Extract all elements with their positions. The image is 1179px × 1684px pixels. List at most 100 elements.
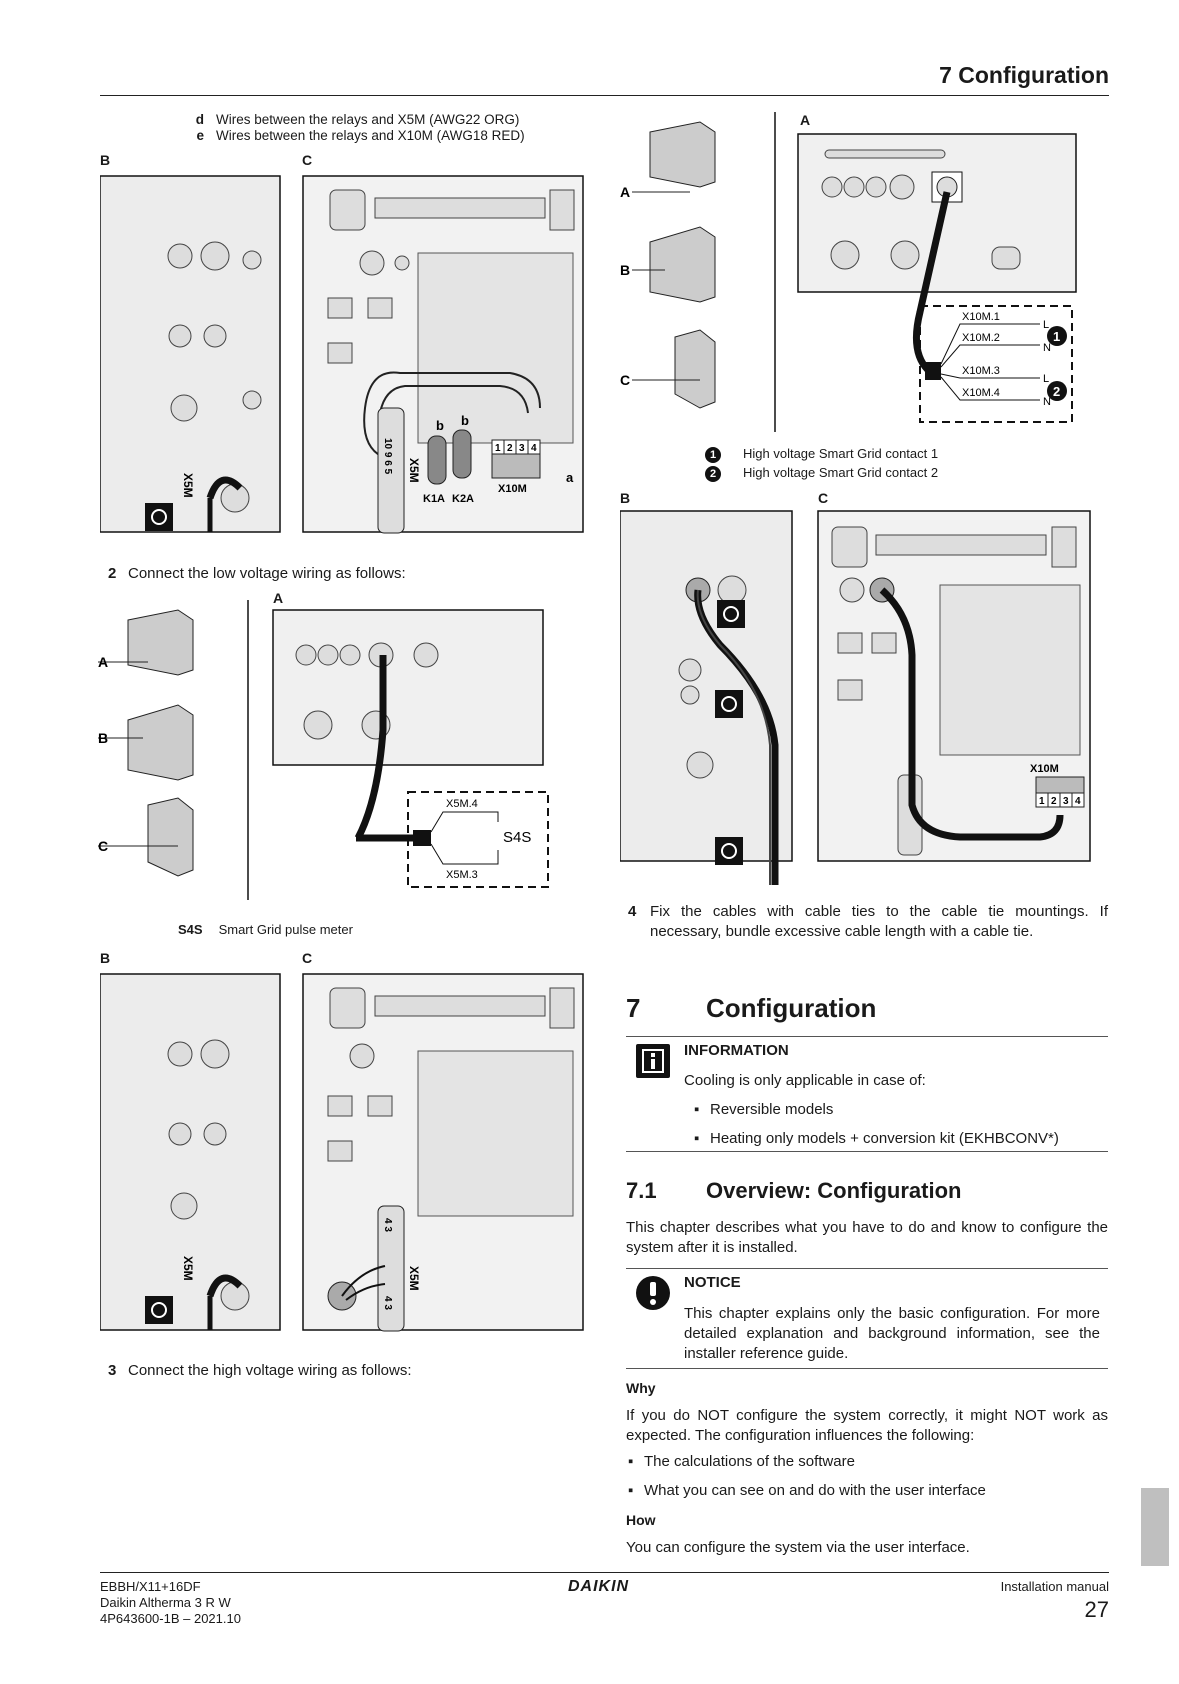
chapter-thumb-tab bbox=[1141, 1488, 1169, 1566]
information-heading: INFORMATION bbox=[684, 1042, 789, 1059]
fig3-label-b: B bbox=[100, 950, 111, 966]
fig2-x5m3: X5M.3 bbox=[446, 869, 478, 881]
fig5-label-c: C bbox=[818, 490, 829, 506]
fig1-relay-k2: K2A bbox=[452, 493, 474, 505]
overview-text: This chapter describes what you have to … bbox=[626, 1219, 1108, 1256]
notice-top-rule bbox=[626, 1268, 1108, 1269]
badge-2-text: 2 bbox=[1053, 384, 1060, 399]
footer-left: EBBH/X11+16DF Daikin Altherma 3 R W 4P64… bbox=[100, 1579, 241, 1626]
information-rule bbox=[626, 1151, 1108, 1152]
fig4-l1: L bbox=[1043, 319, 1049, 331]
fig4-view-b: B bbox=[620, 262, 630, 278]
fig1-strip-pins: 10 9 6 5 bbox=[382, 438, 393, 475]
information-text: Cooling is only applicable in case of: bbox=[684, 1072, 926, 1089]
fig5-x10m-label: X10M bbox=[1030, 763, 1059, 775]
header-rule bbox=[100, 95, 1109, 96]
fig4-term-4: X10M.4 bbox=[962, 387, 1000, 399]
section-7-rule bbox=[626, 1036, 1108, 1037]
fig1-relay-b2: b bbox=[461, 413, 469, 428]
why-text: If you do NOT configure the system corre… bbox=[626, 1407, 1108, 1444]
how-text: You can configure the system via the use… bbox=[626, 1539, 970, 1556]
section-7-title: Configuration bbox=[706, 993, 877, 1023]
fig4-n2: N bbox=[1043, 396, 1051, 408]
section-7-number: 7 bbox=[626, 993, 641, 1023]
step-4: 4 Fix the cables with cable ties to the … bbox=[628, 903, 1108, 940]
figure-5-wiring-x10m: X10M 1 2 3 4 bbox=[620, 510, 1091, 885]
fig4-n1: N bbox=[1043, 342, 1051, 354]
cable-tie-icon bbox=[145, 1296, 173, 1324]
fig1-label-b: B bbox=[100, 152, 111, 168]
figure-2-low-voltage: A B C X5M.4 X5M.3 S4S bbox=[98, 600, 549, 900]
information-bullet-2: ▪Heating only models + conversion kit (E… bbox=[694, 1130, 1059, 1147]
cable-tie-icon bbox=[717, 600, 745, 628]
badge-2-icon bbox=[1047, 381, 1067, 401]
footer-rule bbox=[100, 1572, 1109, 1573]
fig1-label-a: a bbox=[566, 470, 574, 485]
fig2-label-a: A bbox=[273, 590, 284, 606]
fig1-strip-x5m: X5M bbox=[407, 458, 421, 483]
fig3-pins-bot: 4 3 bbox=[382, 1296, 393, 1310]
fig2-view-a: A bbox=[98, 654, 108, 670]
fig2-s4s: S4S bbox=[503, 829, 531, 846]
svg-text:1: 1 bbox=[495, 443, 501, 454]
fig1-x10m-label: X10M bbox=[498, 483, 527, 495]
information-bullet-1: ▪Reversible models bbox=[694, 1101, 834, 1118]
fig2-view-c: C bbox=[98, 838, 108, 854]
notice-text: This chapter explains only the basic con… bbox=[684, 1305, 1100, 1362]
fig5-label-b: B bbox=[620, 490, 631, 506]
badge-1-text: 1 bbox=[1053, 329, 1060, 344]
fig4-l2: L bbox=[1043, 373, 1049, 385]
how-heading: How bbox=[626, 1512, 656, 1528]
svg-text:4: 4 bbox=[1075, 796, 1081, 807]
svg-text:2: 2 bbox=[507, 443, 513, 454]
fig1-relay-k1: K1A bbox=[423, 493, 445, 505]
figure-1-wiring-relays: X5M X5M 10 9 6 5 b b K1A K2A 1 2 3 4 X10… bbox=[100, 175, 584, 534]
svg-text:2: 2 bbox=[1051, 796, 1057, 807]
fig4-term-3: X10M.3 bbox=[962, 365, 1000, 377]
fig5-x10m-terminal: 1 2 3 4 bbox=[1035, 776, 1085, 808]
fig1-label-c: C bbox=[302, 152, 313, 168]
figure-4-high-voltage: A B C X10M.1 X10M.2 X10M.3 X10M.4 L N L … bbox=[620, 112, 1077, 432]
fig1-x10m-terminal: 1 2 3 4 bbox=[491, 439, 541, 479]
page-number: 27 bbox=[1084, 1597, 1109, 1622]
fig4-term-2: X10M.2 bbox=[962, 332, 1000, 344]
daikin-logo: DAIKIN bbox=[568, 1578, 630, 1595]
svg-text:4: 4 bbox=[531, 443, 537, 454]
notice-warning-icon bbox=[636, 1276, 670, 1310]
figure-3-wiring-x5m: X5M 4 3 4 3 X5M bbox=[100, 973, 584, 1332]
cable-tie-icon bbox=[715, 837, 743, 865]
fig4-label-a: A bbox=[800, 112, 811, 128]
cable-tie-icon bbox=[715, 690, 743, 718]
notice-bottom-rule bbox=[626, 1368, 1108, 1369]
fig4-term-1: X10M.1 bbox=[962, 311, 1000, 323]
fig1-x5m-vertical: X5M bbox=[181, 473, 195, 498]
badge-1-icon bbox=[1047, 326, 1067, 346]
svg-text:3: 3 bbox=[519, 443, 525, 454]
svg-text:1: 1 bbox=[1039, 796, 1045, 807]
why-bullet-1: ▪The calculations of the software bbox=[628, 1453, 855, 1470]
information-icon bbox=[636, 1044, 670, 1078]
cable-tie-icon bbox=[145, 503, 173, 531]
page-header-title: 7 Configuration bbox=[939, 62, 1109, 88]
fig3-x5m-vertical: X5M bbox=[181, 1256, 195, 1281]
fig4-view-c: C bbox=[620, 372, 630, 388]
fig3-label-c: C bbox=[302, 950, 313, 966]
notice-heading: NOTICE bbox=[684, 1274, 741, 1291]
section-7-1-number: 7.1 bbox=[626, 1178, 657, 1203]
fig3-pins-top: 4 3 bbox=[382, 1218, 393, 1232]
footer-right-label: Installation manual bbox=[1000, 1579, 1109, 1594]
fig2-view-b: B bbox=[98, 730, 108, 746]
fig3-x5m-right: X5M bbox=[407, 1266, 421, 1291]
svg-text:3: 3 bbox=[1063, 796, 1069, 807]
fig4-view-a: A bbox=[620, 184, 630, 200]
section-7-1-title: Overview: Configuration bbox=[706, 1178, 962, 1203]
why-bullet-2: ▪What you can see on and do with the use… bbox=[628, 1482, 986, 1499]
fig1-relay-b1: b bbox=[436, 418, 444, 433]
